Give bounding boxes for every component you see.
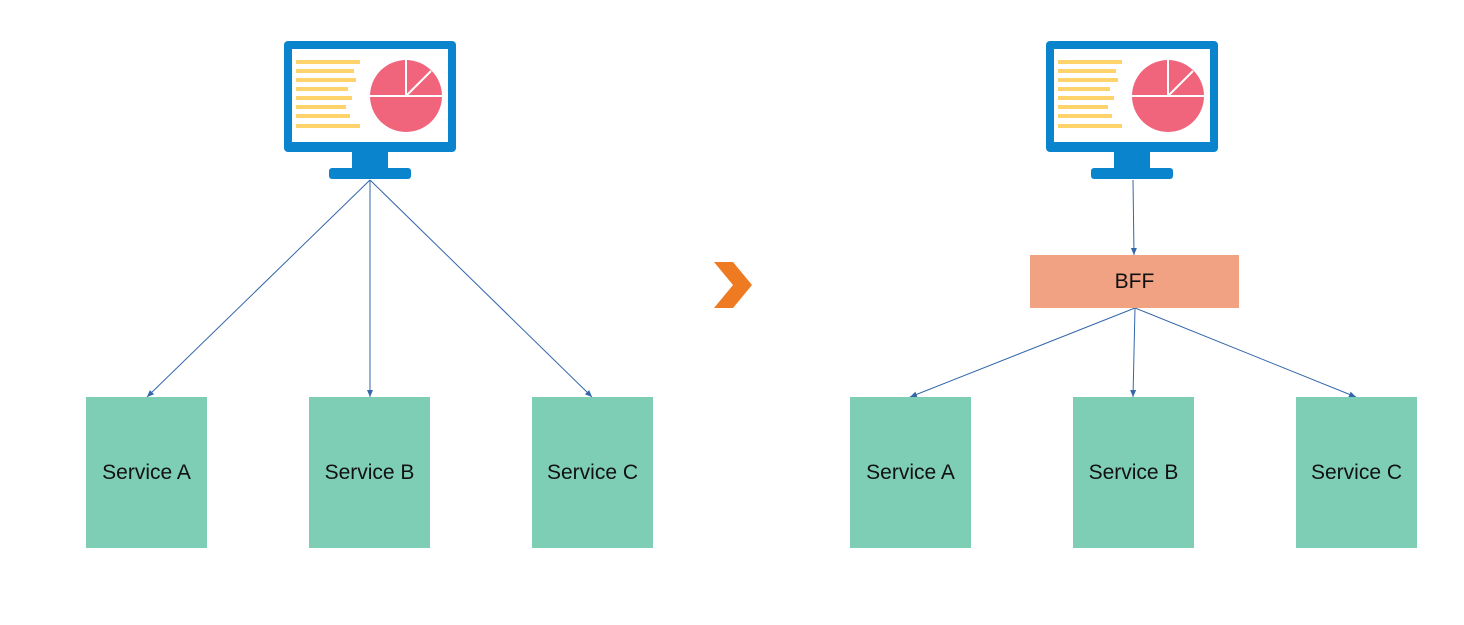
service-box: Service B [309,397,430,548]
service-label: Service A [102,461,191,484]
service-box: Service C [532,397,653,548]
connector-line [146,179,371,398]
service-box: Service A [850,397,971,548]
connector-line [1130,307,1137,398]
right-diagram: BFF Service A Service B Service C [850,40,1417,548]
bff-label: BFF [1115,270,1155,293]
connector-line [1134,307,1357,398]
monitor-icon [1045,40,1219,180]
chevron-right-icon [714,262,752,308]
left-connectors [146,179,593,398]
service-label: Service C [547,461,638,484]
right-connectors [909,179,1357,398]
service-box: Service B [1073,397,1194,548]
service-label: Service C [1311,461,1402,484]
service-label: Service A [866,461,955,484]
service-label: Service B [1089,461,1179,484]
service-label: Service B [325,461,415,484]
monitor-icon [283,40,457,180]
connector-line [369,179,593,398]
bff-box: BFF [1030,255,1239,308]
connector-line [909,307,1136,398]
connector-line [1130,179,1137,256]
service-box: Service A [86,397,207,548]
left-diagram: Service A Service B Service C [86,40,653,548]
service-box: Service C [1296,397,1417,548]
